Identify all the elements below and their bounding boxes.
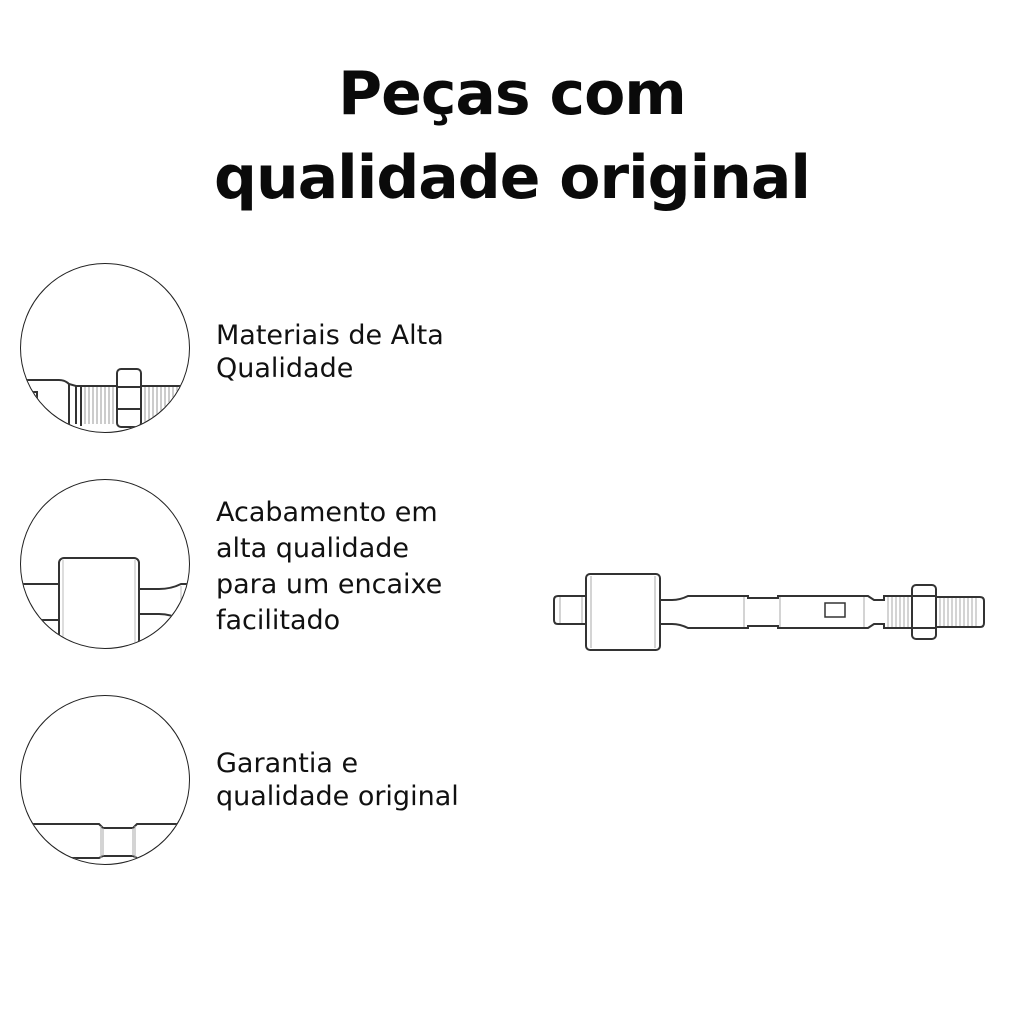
feature-line: alta qualidade — [216, 533, 409, 564]
feature-text: Acabamento em alta qualidade para um enc… — [216, 495, 442, 639]
title-line-2: qualidade original — [214, 143, 811, 213]
feature-line: para um encaixe — [216, 569, 443, 600]
feature-text: Garantia e qualidade original — [216, 747, 459, 813]
feature-line: Garantia e — [216, 748, 359, 779]
feature-line: Materiais de Alta — [216, 320, 444, 351]
feature-line: facilitado — [216, 605, 341, 636]
thread-nut-detail-icon — [20, 263, 190, 433]
shaft-detail-icon — [20, 695, 190, 865]
feature-finish: Acabamento em alta qualidade para um enc… — [20, 479, 540, 651]
feature-warranty: Garantia e qualidade original — [20, 695, 540, 867]
feature-text: Materiais de Alta Qualidade — [216, 319, 444, 385]
tie-rod-illustration — [548, 566, 993, 660]
feature-line: qualidade original — [216, 781, 459, 812]
feature-line: Qualidade — [216, 353, 354, 384]
feature-materials: Materiais de Alta Qualidade — [20, 263, 540, 435]
feature-line: Acabamento em — [216, 497, 438, 528]
ball-joint-housing-detail-icon — [20, 479, 190, 649]
page-title: Peças com qualidade original — [0, 52, 1024, 220]
title-line-1: Peças com — [338, 59, 687, 129]
